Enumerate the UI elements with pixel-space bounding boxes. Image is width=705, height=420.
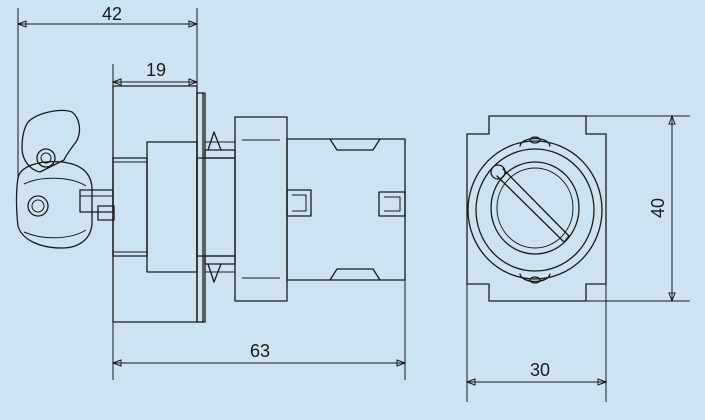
side-view: 42 19 63 — [15, 4, 407, 380]
dimension-label-side-width: 30 — [530, 360, 550, 380]
dimension-body-length: 63 — [111, 280, 407, 380]
dimension-side-height: 40 — [586, 114, 690, 303]
dimension-side-width: 30 — [465, 284, 608, 402]
dimension-front-depth: 19 — [111, 60, 199, 86]
dimension-label-overall-length: 42 — [102, 4, 122, 24]
key — [15, 109, 115, 249]
contact-block — [234, 116, 406, 302]
housing-outline — [466, 115, 607, 302]
dimension-label-body-length: 63 — [250, 341, 270, 361]
dimension-label-front-depth: 19 — [146, 60, 166, 80]
key-slot — [490, 164, 570, 243]
dimension-label-side-height: 40 — [648, 198, 668, 218]
dimension-overall-length: 42 — [16, 4, 199, 178]
front-view: 40 30 — [465, 114, 690, 402]
lock-cylinder — [112, 141, 198, 273]
mounting-screws — [204, 131, 236, 283]
mounting-lugs — [519, 136, 551, 284]
selector-bezel — [467, 140, 603, 280]
front-bezel — [112, 85, 198, 323]
panel-plate — [196, 92, 206, 323]
